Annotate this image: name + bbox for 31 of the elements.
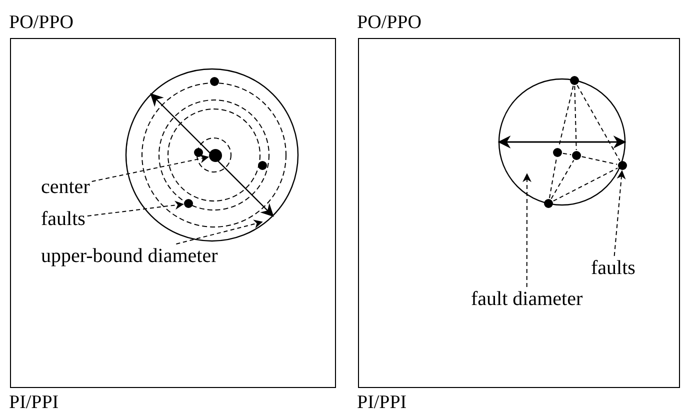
connecting-line bbox=[550, 160, 574, 200]
fault-dot bbox=[618, 161, 627, 170]
annotation-text: fault diameter bbox=[471, 288, 583, 310]
connecting-line bbox=[576, 84, 620, 162]
fault-dot bbox=[553, 148, 562, 157]
annotation-text: faults bbox=[41, 208, 86, 230]
annotation-text: upper-bound diameter bbox=[41, 245, 218, 267]
connecting-line bbox=[581, 156, 618, 165]
connecting-line bbox=[552, 168, 618, 202]
leader-arrow bbox=[91, 154, 210, 182]
leader-arrow bbox=[176, 220, 263, 244]
input-label: PI/PPI bbox=[357, 392, 407, 414]
annotation-text: center bbox=[41, 176, 90, 198]
connecting-line bbox=[574, 86, 577, 150]
fault-dot bbox=[194, 148, 203, 157]
fault-dot bbox=[570, 76, 579, 85]
fault-dot bbox=[210, 77, 219, 86]
input-label: PI/PPI bbox=[9, 392, 59, 414]
center-dot bbox=[209, 149, 222, 162]
fault-dot bbox=[572, 151, 581, 160]
annotation-text: faults bbox=[591, 257, 636, 279]
connecting-line bbox=[562, 152, 572, 156]
output-label: PO/PPO bbox=[357, 12, 422, 34]
fault-dot bbox=[544, 199, 553, 208]
leader-arrow bbox=[614, 170, 626, 256]
leader-arrow bbox=[522, 173, 532, 288]
fault-dot bbox=[258, 161, 267, 170]
connecting-line bbox=[548, 157, 558, 199]
leader-arrow bbox=[86, 200, 184, 216]
output-label: PO/PPO bbox=[9, 12, 74, 34]
fault-dot bbox=[184, 199, 193, 208]
